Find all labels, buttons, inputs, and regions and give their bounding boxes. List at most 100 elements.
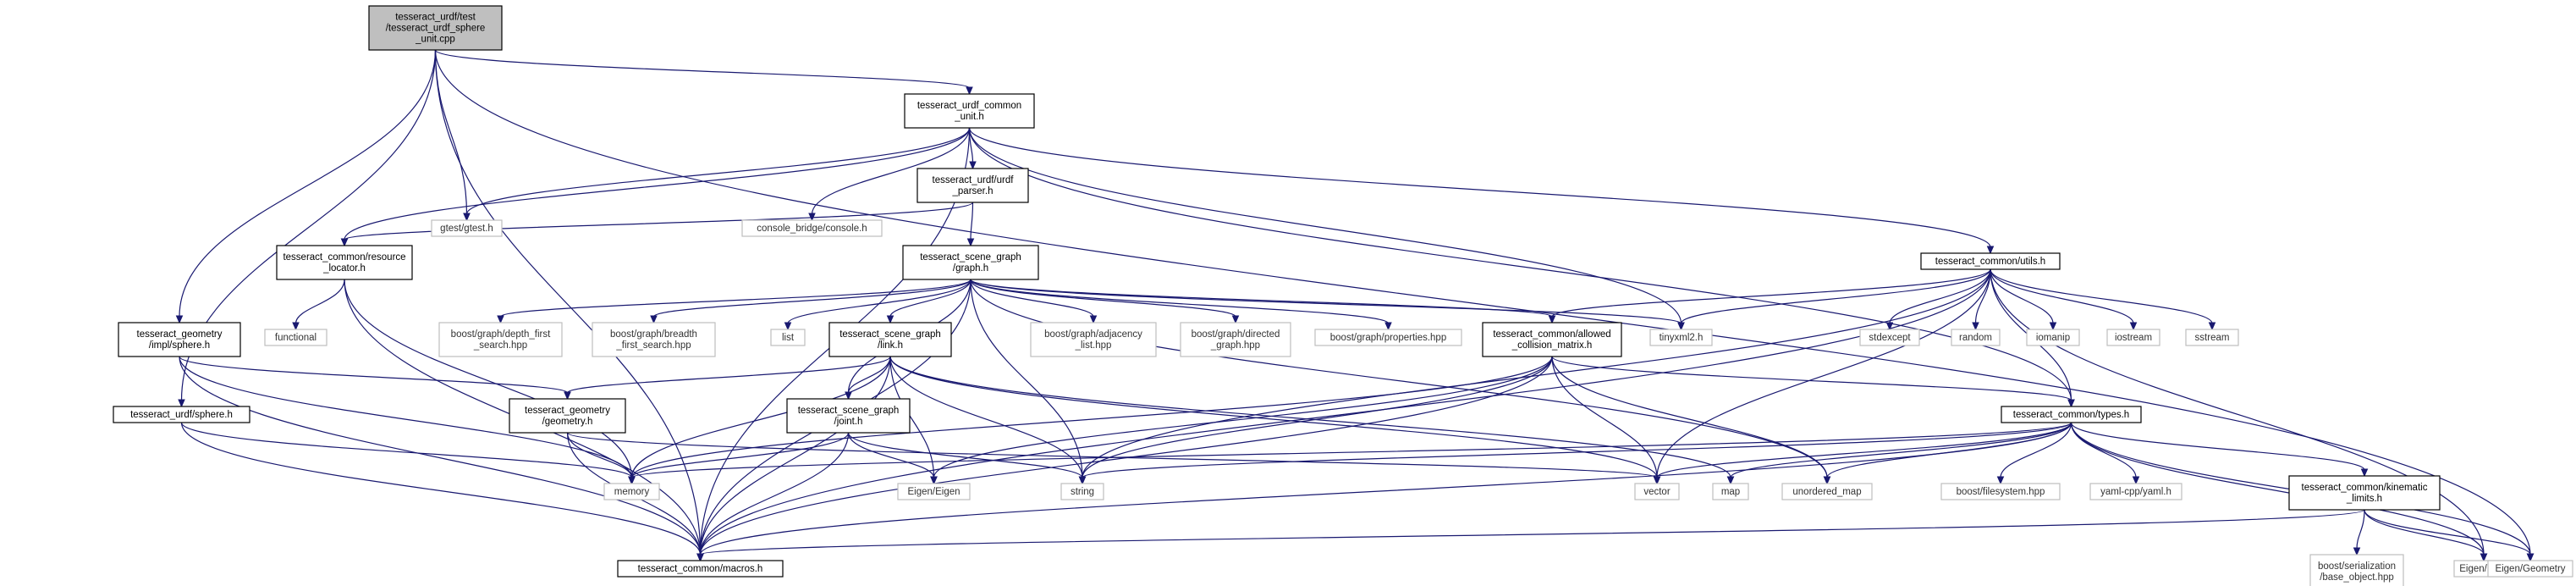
arrowhead-joint-to-eigen <box>930 476 938 485</box>
node-kin_limits[interactable]: tesseract_common/kinematic_limits.h <box>2288 475 2441 511</box>
node-box <box>1030 322 1157 357</box>
arrowhead-utils-to-sstream <box>2208 322 2216 331</box>
node-label: /link.h <box>878 340 903 351</box>
node-label: boost/serialization <box>2318 561 2396 572</box>
node-label: Eigen/Geometry <box>2495 564 2565 574</box>
edge-root-to-common_unit <box>434 49 971 89</box>
edge-types-to-memory <box>630 422 2072 478</box>
node-label: tesseract_scene_graph <box>798 406 900 416</box>
node-label: tesseract_common/utils.h <box>1935 257 2045 267</box>
node-root[interactable]: tesseract_urdf/test/tesseract_urdf_spher… <box>368 5 503 51</box>
node-label: tesseract_common/kinematic <box>2302 483 2428 493</box>
arrowhead-urdf_parser-to-scene_graph <box>966 238 975 247</box>
node-label: unordered_map <box>1792 487 1861 497</box>
arrowhead-utils-to-tinyxml <box>1677 322 1685 331</box>
node-box <box>2089 483 2182 500</box>
node-box <box>2106 329 2160 346</box>
arrowhead-resource_locator-to-functional <box>292 322 300 331</box>
node-scene_graph[interactable]: tesseract_scene_graph/graph.h <box>902 245 1039 280</box>
edge-link-to-vector <box>889 356 1658 478</box>
node-joint[interactable]: tesseract_scene_graph/joint.h <box>786 398 911 434</box>
node-stdexcept: stdexcept <box>1859 329 1920 346</box>
edge-joint-to-macros <box>699 432 850 556</box>
node-label: _graph.hpp <box>1210 340 1260 351</box>
node-label: tesseract_scene_graph <box>839 329 941 340</box>
node-geometry[interactable]: tesseract_geometry/geometry.h <box>509 398 626 434</box>
node-types[interactable]: tesseract_common/types.h <box>2001 406 2142 423</box>
node-iomanip: iomanip <box>2026 329 2080 346</box>
edge-acm-to-types <box>1551 356 2072 401</box>
node-box <box>1482 322 1622 357</box>
node-label: tesseract_urdf/test <box>395 13 476 23</box>
edge-acm-to-unordered_map <box>1551 356 1828 478</box>
node-box <box>264 329 328 346</box>
node-label: /impl/sphere.h <box>149 340 210 351</box>
node-random: random <box>1951 329 2001 346</box>
arrowhead-scene_graph-to-dfs <box>497 315 504 324</box>
arrowhead-common_unit-to-gtest <box>463 213 471 222</box>
node-label: boost/graph/depth_first <box>451 329 551 340</box>
node-urdf_parser[interactable]: tesseract_urdf/urdf_parser.h <box>916 168 1029 203</box>
edge-scene_graph-to-adjacency <box>970 279 1094 318</box>
edge-root-to-gtest <box>434 49 468 215</box>
edge-link-to-eigen <box>889 356 935 478</box>
edge-link-to-macros <box>699 356 891 556</box>
node-unordered_map: unordered_map <box>1781 483 1873 500</box>
arrowhead-link-to-geometry <box>564 391 571 401</box>
node-box <box>1940 483 2061 500</box>
arrowhead-types-to-map <box>1726 476 1735 485</box>
node-link[interactable]: tesseract_scene_graph/link.h <box>828 322 952 357</box>
node-yaml: yaml-cpp/yaml.h <box>2089 483 2182 500</box>
node-label: Eigen/Eigen <box>907 487 960 497</box>
edge-root-to-eigen_geometry <box>434 49 2531 556</box>
node-geom_sphere[interactable]: tesseract_geometry/impl/sphere.h <box>118 322 241 357</box>
edge-acm-to-memory <box>630 356 1553 478</box>
edge-joint-to-memory <box>630 432 850 478</box>
node-iostream: iostream <box>2106 329 2160 346</box>
arrowhead-scene_graph-to-properties <box>1384 322 1392 331</box>
edge-link-to-map <box>889 356 1731 478</box>
arrowhead-scene_graph-to-directed <box>1231 315 1240 324</box>
node-common_unit[interactable]: tesseract_urdf_common_unit.h <box>904 93 1035 129</box>
node-acm[interactable]: tesseract_common/allowed_collision_matri… <box>1482 322 1622 357</box>
node-label: _unit.cpp <box>415 35 455 45</box>
node-resource_locator[interactable]: tesseract_common/resource_locator.h <box>276 245 413 280</box>
node-macros[interactable]: tesseract_common/macros.h <box>617 560 784 578</box>
node-box <box>2026 329 2080 346</box>
arrowhead-common_unit-to-console <box>808 213 816 222</box>
edge-geom_sphere-to-geometry <box>179 356 569 394</box>
node-label: vector <box>1643 487 1670 497</box>
edge-kin_limits-to-eigen_core <box>2364 509 2485 556</box>
edge-layer <box>175 49 2535 562</box>
node-label: gtest/gtest.h <box>440 224 493 234</box>
node-box <box>1649 329 1713 346</box>
node-box <box>431 219 503 237</box>
edge-joint-to-eigen <box>847 432 935 478</box>
node-label: /geometry.h <box>542 417 593 427</box>
edge-joint-to-string <box>847 432 1083 478</box>
arrowhead-kin_limits-to-eigen_geometry <box>2526 553 2535 562</box>
node-utils[interactable]: tesseract_common/utils.h <box>1920 252 2061 270</box>
arrowhead-utils-to-iostream <box>2129 322 2138 331</box>
arrowhead-types-to-vector <box>1653 476 1661 485</box>
arrowhead-scene_graph-to-list <box>784 322 792 331</box>
node-box <box>438 322 563 357</box>
node-fs: boost/filesystem.hpp <box>1940 483 2061 500</box>
edge-scene_graph-to-link <box>889 279 972 318</box>
edge-utils-to-iostream <box>1990 268 2134 324</box>
node-box <box>897 483 971 500</box>
node-box <box>916 168 1029 203</box>
arrowhead-utils-to-random <box>1972 322 1979 331</box>
node-box <box>1859 329 1920 346</box>
edge-utils-to-tinyxml <box>1680 268 1991 324</box>
node-box <box>2001 406 2142 423</box>
node-box <box>1634 483 1680 500</box>
node-urdf_sphere[interactable]: tesseract_urdf/sphere.h <box>113 406 250 423</box>
arrowhead-scene_graph-to-adjacency <box>1089 315 1098 324</box>
node-box <box>1951 329 2001 346</box>
arrowhead-kin_limits-to-eigen_core <box>2480 553 2488 562</box>
node-label: tesseract_common/resource <box>283 252 405 263</box>
node-label: map <box>1721 487 1740 497</box>
node-label: tesseract_urdf/urdf <box>933 175 1015 185</box>
node-box <box>2309 554 2404 586</box>
